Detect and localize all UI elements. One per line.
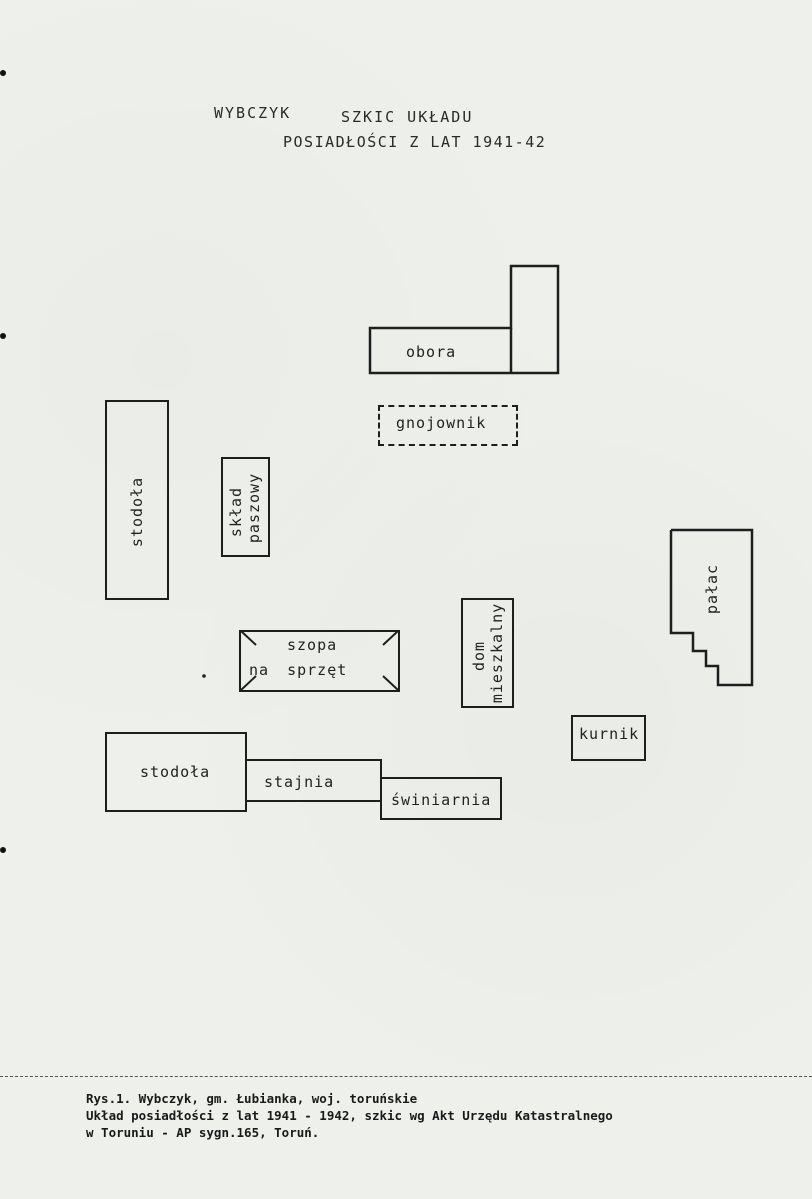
obora-outline (368, 264, 560, 375)
swiniarnia-label: świniarnia (391, 791, 492, 809)
caption-divider (0, 1076, 812, 1077)
plan-dot (202, 674, 206, 678)
obora-label: obora (406, 343, 457, 361)
binder-hole-2 (0, 333, 6, 339)
kurnik-label: kurnik (579, 725, 640, 743)
sketch-title-line2: POSIADŁOŚCI Z LAT 1941-42 (283, 133, 547, 151)
figure-caption: Rys.1. Wybczyk, gm. Łubianka, woj. toruń… (86, 1090, 613, 1141)
caption-line-3: w Toruniu - AP sygn.165, Toruń. (86, 1125, 320, 1140)
gnojownik-label: gnojownik (396, 414, 487, 432)
stodola-barn-left (105, 400, 169, 600)
szopa-na-sprzet-building (239, 630, 400, 692)
na-sprzet-label: na sprzęt (249, 661, 348, 679)
szopa-brace-br (382, 675, 399, 691)
kurnik-building (571, 715, 646, 761)
szopa-brace-bl (240, 675, 257, 691)
palac-outline (669, 528, 754, 687)
szopa-label: szopa (287, 636, 338, 654)
sketch-title-szkic: SZKIC UKŁADU (341, 108, 474, 126)
stodola-barn-left-label: stodoła (128, 476, 146, 548)
gnojownik-building (378, 405, 518, 446)
binder-hole-3 (0, 847, 6, 853)
dom-mieszkalny-building (461, 598, 514, 708)
caption-line-1: Rys.1. Wybczyk, gm. Łubianka, woj. toruń… (86, 1091, 418, 1106)
stajnia-label: stajnia (264, 773, 335, 791)
sklad-label: skład (227, 486, 245, 538)
caption-line-2: Układ posiadłości z lat 1941 - 1942, szk… (86, 1108, 613, 1123)
sklad-paszowy-building (221, 457, 270, 557)
sketch-title-wybczyk: WYBCZYK (214, 104, 292, 122)
paszowy-label: paszowy (245, 472, 263, 544)
palac-label: pałac (703, 563, 721, 615)
binder-hole-1 (0, 70, 6, 76)
dom-label: dom (470, 640, 488, 672)
swiniarnia-building (380, 777, 502, 820)
szopa-brace-tr (382, 630, 399, 646)
mieszkalny-label: mieszkalny (488, 602, 506, 704)
szopa-brace-tl (240, 630, 257, 646)
stodola-barn-bottom-label: stodoła (140, 763, 211, 781)
